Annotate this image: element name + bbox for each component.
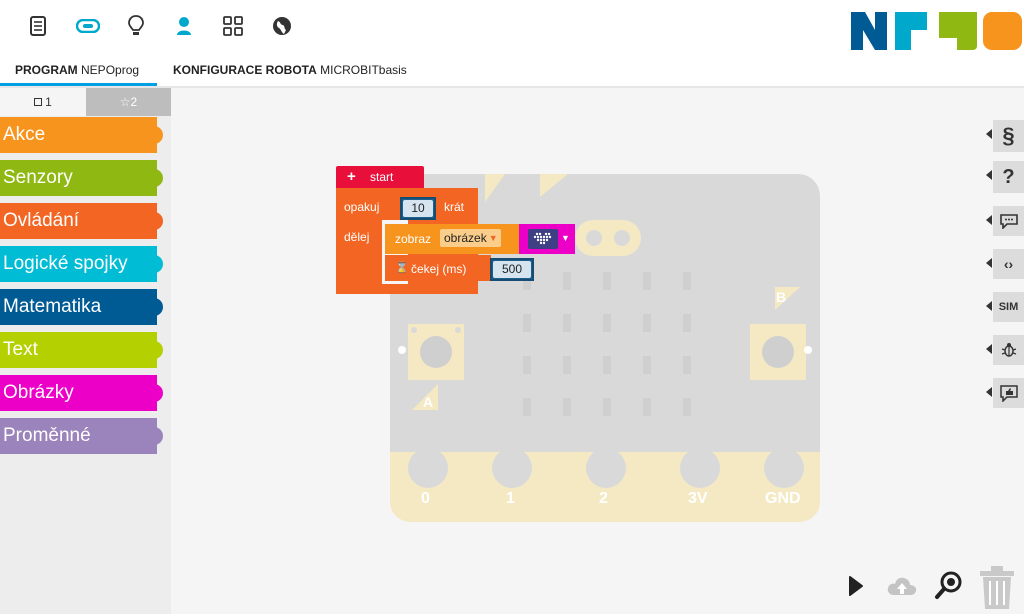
document-icon[interactable] [24, 12, 52, 40]
level-1-label: 1 [45, 95, 52, 109]
code-s-icon: § [1002, 123, 1015, 148]
feedback-button[interactable] [986, 378, 1024, 408]
tab-config-name: MICROBITbasis [320, 63, 407, 77]
times-label: krát [444, 200, 465, 214]
robot-icon[interactable] [74, 12, 102, 40]
category-label: Proměnné [3, 425, 91, 446]
toolbox-level-2[interactable]: ☆2 [86, 88, 171, 116]
image-preview-icon[interactable] [528, 229, 558, 249]
tab-program[interactable]: PROGRAM NEPOprog [0, 56, 157, 86]
help-icon: ? [1002, 165, 1015, 188]
category-obrazky[interactable]: Obrázky [0, 375, 163, 411]
top-bar: PROGRAM NEPOprog KONFIGURACE ROBOTA MICR… [0, 0, 1024, 88]
tab-config-label: KONFIGURACE ROBOTA [173, 63, 317, 77]
start-block[interactable]: + start [336, 166, 424, 188]
gallery-icon[interactable] [219, 12, 247, 40]
button-a-label: A [423, 394, 434, 410]
run-icon[interactable] [848, 575, 864, 597]
hourglass-icon: ⌛ [395, 262, 409, 274]
wait-value-field[interactable]: 500 [490, 258, 534, 281]
category-akce[interactable]: Akce [0, 117, 163, 153]
do-label: dělej [344, 230, 370, 244]
globe-icon[interactable] [268, 12, 296, 40]
user-icon[interactable] [170, 12, 198, 40]
category-label: Senzory [3, 167, 73, 188]
category-label: Ovládání [3, 210, 80, 231]
simulation-button[interactable]: SIM [986, 292, 1024, 322]
tab-robot-configuration[interactable]: KONFIGURACE ROBOTA MICROBITbasis [173, 56, 407, 86]
category-ovladani[interactable]: Ovládání [0, 203, 163, 239]
repeat-count-field[interactable]: 10 [400, 197, 436, 220]
bug-icon [1001, 343, 1016, 357]
block-toolbox: 1 ☆2 Akce Senzory Ovládání Logické spojk… [0, 88, 171, 614]
tab-program-label: PROGRAM [15, 63, 78, 77]
category-label: Matematika [3, 296, 102, 317]
tab-bar: PROGRAM NEPOprog KONFIGURACE ROBOTA MICR… [0, 56, 1024, 88]
level-2-label: 2 [130, 95, 138, 109]
category-label: Logické spojky [3, 253, 128, 274]
category-matematika[interactable]: Matematika [0, 289, 163, 325]
square-icon [34, 98, 43, 106]
start-label: start [370, 170, 394, 184]
lightbulb-icon[interactable] [122, 12, 150, 40]
category-text[interactable]: Text [0, 332, 163, 368]
comment-button[interactable] [986, 206, 1024, 236]
source-code-icon: ‹› [1003, 256, 1014, 272]
pin-label-3v: 3V [688, 490, 708, 507]
debug-button[interactable] [986, 335, 1024, 365]
image-block[interactable]: ▼ [519, 224, 575, 254]
plus-icon[interactable]: + [347, 168, 356, 185]
category-senzory[interactable]: Senzory [0, 160, 163, 196]
code-s-button[interactable]: § [986, 120, 1024, 152]
image-dropdown-arrow-icon[interactable]: ▼ [561, 233, 570, 243]
thumbs-up-icon [999, 385, 1018, 402]
category-label: Akce [3, 124, 46, 145]
pin-label-1: 1 [506, 490, 515, 507]
category-label: Obrázky [3, 382, 74, 403]
trash-icon[interactable] [978, 565, 1016, 611]
pin-label-2: 2 [599, 490, 608, 507]
toolbox-level-bar: 1 ☆2 [0, 88, 171, 116]
comment-icon [999, 214, 1018, 229]
repeat-block-footer [336, 284, 412, 294]
zoom-icon[interactable] [934, 570, 964, 600]
repeat-count-value: 10 [403, 200, 433, 217]
wait-value: 500 [493, 261, 531, 278]
wait-block[interactable]: ⌛ čekej (ms) [385, 255, 491, 281]
show-option-value: obrázek [444, 231, 487, 245]
button-b-label: B [776, 289, 787, 305]
show-block[interactable]: zobraz obrázek ▼ [385, 224, 519, 254]
sim-icon: SIM [998, 301, 1019, 313]
dropdown-arrow-icon: ▼ [488, 233, 498, 243]
tab-program-name: NEPOprog [81, 63, 140, 77]
category-label: Text [3, 339, 38, 360]
nepo-logo [851, 12, 1022, 50]
pin-label-gnd: GND [765, 490, 801, 507]
cloud-upload-icon[interactable] [886, 573, 918, 599]
toolbox-level-1[interactable]: 1 [0, 88, 86, 116]
category-logicke-spojky[interactable]: Logické spojky [0, 246, 163, 282]
wait-label: čekej (ms) [411, 262, 467, 276]
show-label: zobraz [395, 232, 432, 246]
show-option-dropdown[interactable]: obrázek ▼ [440, 229, 501, 247]
category-promenne[interactable]: Proměnné [0, 418, 163, 454]
star-icon: ☆ [119, 95, 131, 109]
repeat-label: opakuj [344, 200, 380, 214]
pin-label-0: 0 [421, 490, 430, 507]
help-button[interactable]: ? [986, 161, 1024, 193]
source-code-button[interactable]: ‹› [986, 249, 1024, 279]
